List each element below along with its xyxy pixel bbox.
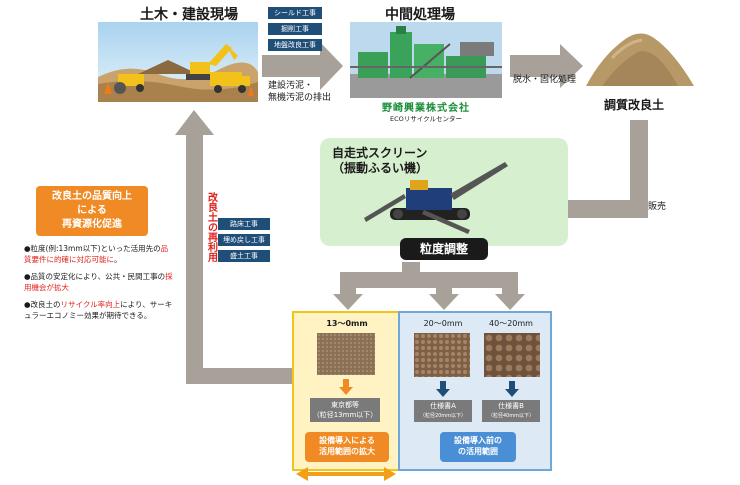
benefit-bullet: ●改良土のリサイクル率向上により、サーキュラーエコノミー効果が期待できる。 xyxy=(24,300,173,320)
roller-icon xyxy=(114,74,144,94)
dewatering-text: 脱水・固化処理 xyxy=(513,75,577,85)
down-arrow-blue-icon xyxy=(436,381,450,397)
usage-before-pill: 設備導入前の の活用範囲 xyxy=(440,432,516,462)
work-type-tag: 掘削工事 xyxy=(268,23,322,35)
callout-line2: による xyxy=(77,205,107,216)
size-label-b: 40〜20mm xyxy=(489,319,533,328)
reuse-work-tag: 路床工事 xyxy=(218,218,270,230)
discharge-text-line1: 建設汚泥・ xyxy=(268,81,314,91)
work-type-tag: 地盤改良工事 xyxy=(268,39,322,51)
construction-site-illustration xyxy=(98,22,258,102)
spec-label-b: 仕様書B （粒径40mm以下） xyxy=(482,400,540,422)
size-label-a: 20〜0mm xyxy=(423,319,463,328)
arrow-site-to-plant xyxy=(262,42,343,90)
arrow-reuse-left xyxy=(186,368,292,384)
reuse-label: 改良土の再利用 xyxy=(205,192,217,262)
gravel-a-photo xyxy=(414,333,470,377)
callout-line1: 改良土の品質向上 xyxy=(52,191,132,202)
grain-adjust-label: 粒度調整 xyxy=(400,238,488,260)
reuse-work-tag: 埋め戻し工事 xyxy=(218,234,270,246)
cone-icon xyxy=(104,82,254,96)
quality-callout: 改良土の品質向上 による 再資源化促進 xyxy=(36,186,148,236)
discharge-text-line2: 無機汚泥の排出 xyxy=(268,93,332,103)
down-arrow-orange-icon xyxy=(339,379,353,395)
company-subtitle: ECOリサイクルセンター xyxy=(390,115,462,123)
benefit-bullet: ●品質の安定化により、公共・民間工事の採用機会が拡大 xyxy=(24,272,173,292)
arrow-plant-to-soil xyxy=(510,44,583,88)
processing-plant-photo xyxy=(350,22,502,98)
spec-label-fine: 東京都等 （粒径13mm以下） xyxy=(310,398,380,422)
gravel-b-photo xyxy=(484,333,540,377)
site-title-intermediate: 中間処理場 xyxy=(385,7,455,23)
arrow-reuse-head xyxy=(175,110,214,135)
benefit-bullet: ●粒度(例:13mm以下)といった活用先の品質要件に的確に対応可能に。 xyxy=(24,244,169,264)
gravel-fine-photo xyxy=(317,333,375,375)
soil-pile-illustration xyxy=(582,18,697,90)
screen-machine-illustration xyxy=(360,150,510,236)
work-type-tag: シールド工事 xyxy=(268,7,322,19)
callout-line3: 再資源化促進 xyxy=(62,219,122,230)
double-arrow-orange-icon xyxy=(296,467,396,481)
spec-label-a: 仕様書A （粒径20mm以下） xyxy=(414,400,472,422)
dump-truck-icon xyxy=(210,72,250,93)
excavator-icon xyxy=(186,44,238,80)
screen-title-line2: （振動ふるい機） xyxy=(332,161,429,175)
arrow-soil-down xyxy=(630,120,648,200)
down-arrow-blue-icon xyxy=(505,381,519,397)
usage-expanded-pill: 設備導入による 活用範囲の拡大 xyxy=(305,432,389,462)
screen-title-line1: 自走式スクリーン xyxy=(332,146,428,160)
reuse-work-tag: 盛土工事 xyxy=(218,250,270,262)
size-label-fine: 13〜0mm xyxy=(326,319,368,328)
site-title-construction: 土木・建設現場 xyxy=(140,7,238,23)
arrow-reuse-up xyxy=(186,135,203,384)
site-title-improved-soil: 調質改良土 xyxy=(604,98,665,112)
arrow-soil-to-screen xyxy=(512,189,648,229)
sales-text: 販売 xyxy=(648,202,667,212)
company-name: 野崎興業株式会社 xyxy=(382,103,470,114)
